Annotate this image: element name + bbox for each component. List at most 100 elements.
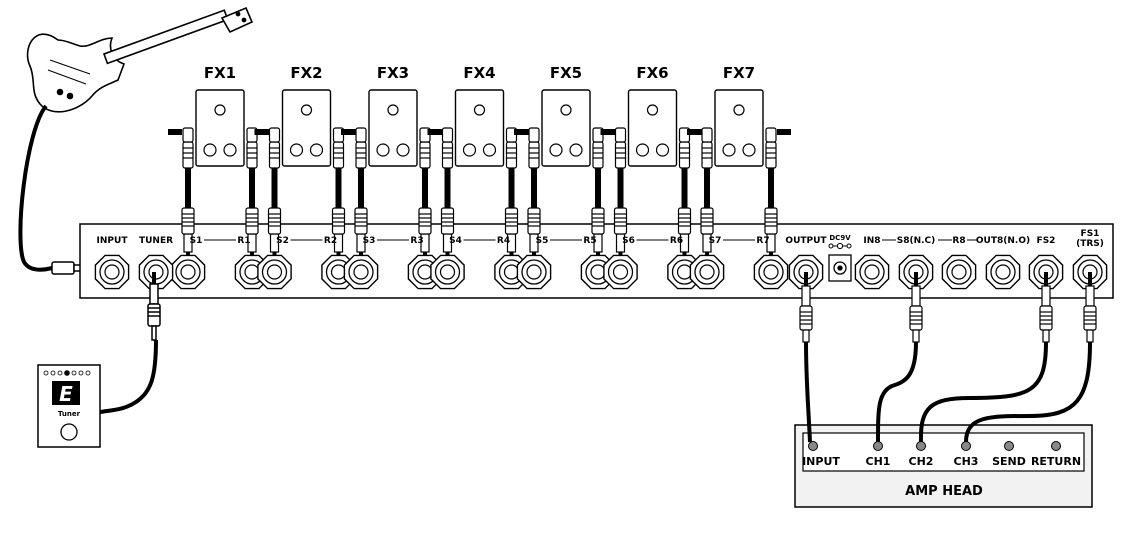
fx-pedal-2 <box>281 89 332 167</box>
label-fs2: FS2 <box>1037 236 1056 246</box>
fx-label-7: FX7 <box>723 64 755 82</box>
send-plug-tip-1 <box>168 129 182 135</box>
output-plug <box>799 272 813 343</box>
label-dc: DC9V <box>829 234 851 242</box>
fx-label-4: FX4 <box>463 64 495 82</box>
send-cable-1 <box>181 127 195 268</box>
return-cable-5 <box>591 127 605 268</box>
amp-title: AMP HEAD <box>905 484 983 499</box>
return-cable-6 <box>677 127 692 268</box>
dc-power-jack[interactable] <box>828 254 852 282</box>
fx-label-1: FX1 <box>204 64 236 82</box>
label-output: OUTPUT <box>785 236 827 246</box>
fx-pedal-3 <box>368 89 418 167</box>
amp-jack-ch2[interactable] <box>916 441 926 451</box>
r8-jack[interactable] <box>941 254 977 290</box>
s8-to-ch1-cable <box>876 341 918 443</box>
dc-polarity-icon <box>828 242 852 250</box>
label-in8: IN8 <box>863 236 880 246</box>
tuner-leds <box>43 370 91 376</box>
return-label-7: R7 <box>756 236 769 246</box>
out8-jack[interactable] <box>985 254 1021 290</box>
send-label-2: S2 <box>276 236 289 246</box>
label-tuner: TUNER <box>139 236 173 246</box>
return-cable-4 <box>504 127 519 268</box>
tuner-label: Tuner <box>58 410 81 418</box>
amp-jack-return[interactable] <box>1051 441 1061 451</box>
return-cable-3 <box>418 127 432 268</box>
amp-jack-input[interactable] <box>808 441 818 451</box>
send-label-4: S4 <box>449 236 462 246</box>
return-plug-tip-7 <box>777 129 791 135</box>
return-label-1: R1 <box>237 236 250 246</box>
amp-jack-ch3[interactable] <box>961 441 971 451</box>
return-cable-2 <box>331 127 346 268</box>
fx-pedal-4 <box>454 89 505 167</box>
send-label-1: S1 <box>190 236 203 246</box>
in8-jack[interactable] <box>854 254 890 290</box>
output-to-amp-input-cable <box>804 341 812 443</box>
send-plug-tip-7 <box>687 129 701 135</box>
return-label-2: R2 <box>324 236 337 246</box>
fs1-plug <box>1083 272 1097 343</box>
send-plug-tip-6 <box>600 129 615 135</box>
send-jack-7[interactable] <box>689 254 725 290</box>
fx-label-3: FX3 <box>377 64 409 82</box>
send-jack-5[interactable] <box>516 254 552 290</box>
s8-plug <box>909 272 923 343</box>
send-cable-3 <box>354 127 368 268</box>
label-fs1-trs: (TRS) <box>1076 239 1104 249</box>
send-label-6: S6 <box>622 236 635 246</box>
amp-jack-label-input: INPUT <box>802 455 840 468</box>
tuner-device: E Tuner <box>37 364 101 448</box>
return-cable-1 <box>245 127 259 268</box>
fx-label-6: FX6 <box>636 64 668 82</box>
label-r8: R8 <box>952 236 965 246</box>
send-cable-4 <box>440 127 455 268</box>
guitar-icon <box>26 6 254 113</box>
amp-jack-ch1[interactable] <box>873 441 883 451</box>
send-cable-7 <box>700 127 714 268</box>
fx-pedal-6 <box>627 89 678 167</box>
send-label-5: S5 <box>536 236 549 246</box>
amp-jack-send[interactable] <box>1004 441 1014 451</box>
return-label-6: R6 <box>670 236 683 246</box>
return-cable-7 <box>764 127 778 268</box>
send-plug-tip-2 <box>254 129 269 135</box>
send-jack-6[interactable] <box>603 254 638 290</box>
fx-label-5: FX5 <box>550 64 582 82</box>
tuner-display: E <box>59 382 73 406</box>
tuner-cable <box>99 339 158 414</box>
send-jack-3[interactable] <box>343 254 379 290</box>
send-cable-2 <box>267 127 282 268</box>
label-out8: OUT8(N.O) <box>976 236 1030 246</box>
guitar-cable <box>18 104 53 272</box>
return-label-3: R3 <box>410 236 423 246</box>
amp-jack-label-send: SEND <box>992 455 1026 468</box>
label-input: INPUT <box>97 236 129 246</box>
return-label-4: R4 <box>497 236 510 246</box>
return-jack-7[interactable] <box>753 254 789 290</box>
fs2-to-ch2-cable <box>918 341 1048 443</box>
tuner-footswitch[interactable] <box>60 423 78 441</box>
fx-label-2: FX2 <box>290 64 322 82</box>
send-cable-6 <box>613 127 628 268</box>
send-plug-tip-5 <box>514 129 528 135</box>
send-label-3: S3 <box>363 236 376 246</box>
fx-pedal-7 <box>714 89 764 167</box>
send-jack-2[interactable] <box>257 254 292 290</box>
send-cable-5 <box>527 127 541 268</box>
tuner-plug <box>147 272 161 341</box>
send-plug-tip-3 <box>341 129 355 135</box>
return-label-5: R5 <box>583 236 596 246</box>
amp-jack-label-ch3: CH3 <box>954 455 979 468</box>
send-jack-1[interactable] <box>170 254 206 290</box>
input-jack[interactable] <box>94 254 130 290</box>
amp-head: AMP HEAD <box>794 424 1093 508</box>
send-plug-tip-4 <box>427 129 442 135</box>
send-jack-4[interactable] <box>430 254 465 290</box>
amp-jack-label-ch2: CH2 <box>909 455 934 468</box>
amp-jack-label-return: RETURN <box>1031 455 1081 468</box>
label-s8: S8(N.C) <box>897 236 936 246</box>
